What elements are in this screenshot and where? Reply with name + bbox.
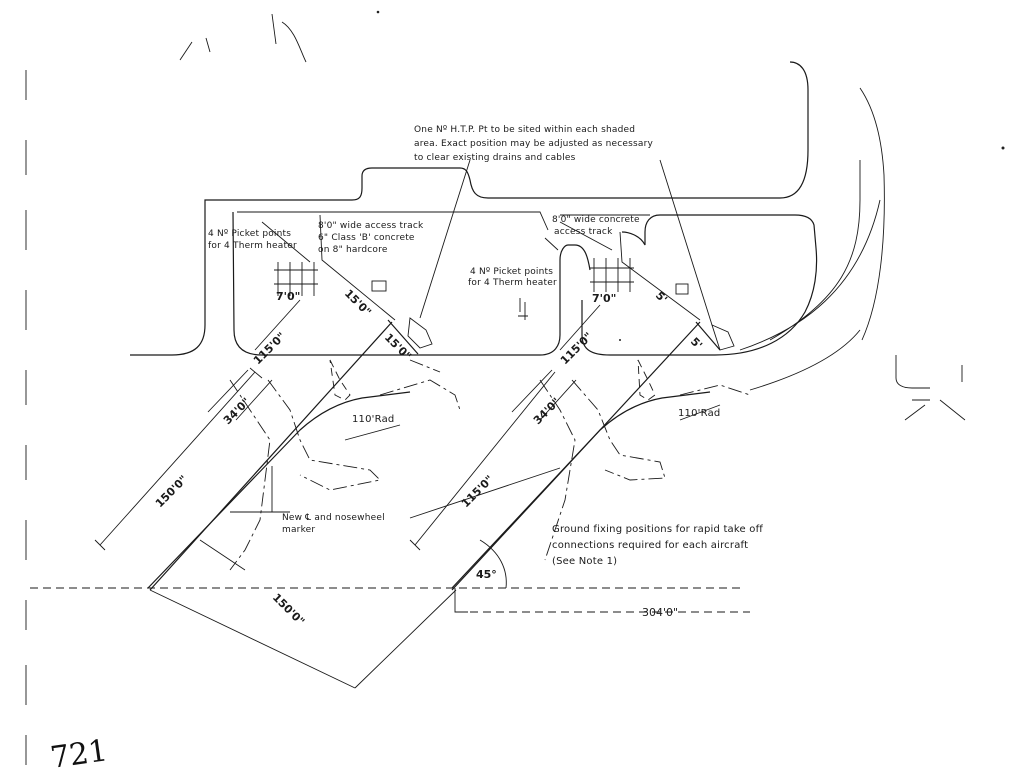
dim-34-right: 34'0": [531, 395, 563, 427]
dim-5-right: 5': [688, 335, 705, 352]
picket-points-left: [274, 262, 387, 296]
annotations: One Nº H.T.P. Pt to be sited within each…: [208, 125, 763, 567]
htp-note-line-1: One Nº H.T.P. Pt to be sited within each…: [414, 125, 635, 135]
htp-note-line-3: to clear existing drains and cables: [414, 153, 576, 163]
dim-34-left: 34'0": [221, 395, 253, 427]
dim-5-left: 5': [653, 289, 670, 306]
stand-geometry: [30, 159, 751, 689]
picket-mid-line-2: for 4 Therm heater: [468, 278, 557, 288]
dim-7-left: 7'0": [276, 290, 300, 303]
nosewheel-line-2: marker: [282, 525, 315, 535]
dim-304: 304'0": [642, 606, 678, 619]
picket-points-right: [590, 258, 689, 295]
ground-fixing-line-1: Ground fixing positions for rapid take o…: [552, 524, 763, 535]
access-track-left-line-2: 6" Class 'B' concrete: [318, 233, 415, 243]
apron-boundary: [130, 61, 966, 421]
access-track-right-line-1: 8'0" wide concrete: [552, 215, 640, 225]
htp-shaded-areas: [407, 317, 735, 351]
dim-150-left: 150'0": [153, 473, 190, 510]
dim-7-right: 7'0": [592, 292, 616, 305]
ground-fixing-line-2: connections required for each aircraft: [552, 540, 748, 551]
nosewheel-line-1: New ℄ and nosewheel: [282, 513, 385, 523]
access-track-left-line-1: 8'0" wide access track: [318, 221, 424, 231]
dim-15-right: 15'0": [382, 331, 414, 363]
dim-110-rad-left: 110'Rad: [352, 414, 394, 425]
picket-left-line-1: 4 Nº Picket points: [208, 229, 291, 239]
picket-points-mid: [518, 298, 528, 320]
picket-mid-line-1: 4 Nº Picket points: [470, 267, 553, 277]
dim-15-left: 15'0": [342, 287, 374, 319]
ground-fixing-line-3: (See Note 1): [552, 556, 617, 567]
dim-110-rad-right: 110'Rad: [678, 408, 720, 419]
dim-115-right: 115'0": [558, 330, 595, 367]
handwritten-page-number: 721: [48, 733, 110, 770]
access-track-left-line-3: on 8" hardcore: [318, 245, 388, 255]
picket-left-line-2: for 4 Therm heater: [208, 241, 297, 251]
dim-150-bottom: 150'0": [270, 591, 307, 628]
htp-note-line-2: area. Exact position may be adjusted as …: [414, 139, 653, 149]
angle-45: 45°: [476, 568, 497, 581]
scan-marks: [25, 10, 1005, 765]
access-track-right-line-2: access track: [554, 227, 613, 237]
